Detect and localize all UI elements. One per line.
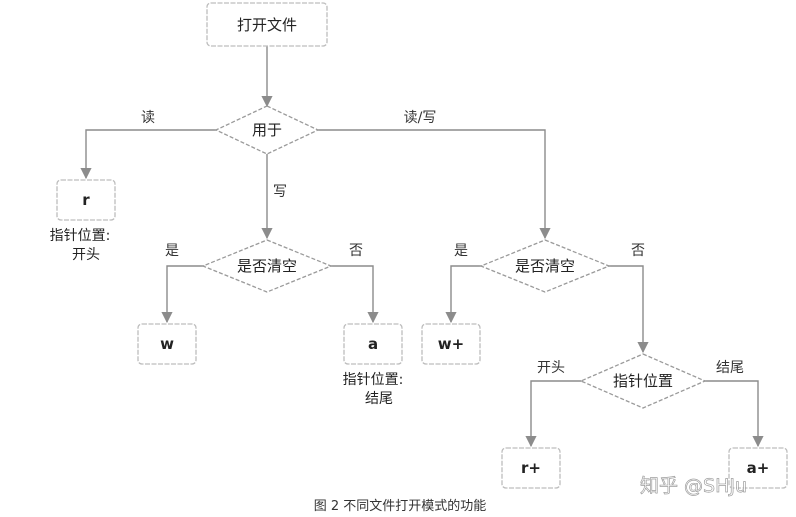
edges xyxy=(80,46,764,448)
edge-label-start: 开头 xyxy=(537,360,565,376)
decision-pointer-position-label: 指针位置 xyxy=(613,372,673,390)
edge-clearleft-to-a xyxy=(329,265,379,324)
decision-clear-left-label: 是否清空 xyxy=(237,257,297,275)
node-a: a xyxy=(343,323,403,365)
decision-clear-right-label: 是否清空 xyxy=(515,257,575,275)
decision-used-for-label: 用于 xyxy=(252,121,282,139)
decision-pointer-position: 指针位置 xyxy=(579,353,707,409)
note-a-pointer-label: 指针位置: xyxy=(343,372,404,388)
edge-label-no-right: 否 xyxy=(631,243,645,259)
edge-clearright-to-pointer xyxy=(607,265,649,354)
edge-pointer-to-rplus xyxy=(525,380,583,448)
edge-pointer-to-aplus xyxy=(703,380,764,448)
edge-clearright-to-wplus xyxy=(445,265,483,324)
edge-label-read: 读 xyxy=(141,109,155,126)
note-r-pointer-label: 指针位置: xyxy=(50,228,111,244)
edge-label-yes-right: 是 xyxy=(454,243,468,259)
watermark: 知乎 @SHJu xyxy=(640,475,747,497)
note-a-pointer-value: 结尾 xyxy=(365,391,393,407)
node-open-file-label: 打开文件 xyxy=(237,16,297,34)
node-a-plus-label: a+ xyxy=(747,459,770,477)
edge-label-write: 写 xyxy=(273,184,287,200)
node-a-label: a xyxy=(368,335,378,353)
edge-label-yes-left: 是 xyxy=(165,243,179,259)
edge-usedfor-to-r xyxy=(80,129,218,180)
edge-usedfor-to-clearright xyxy=(318,129,551,240)
node-open-file: 打开文件 xyxy=(206,2,328,47)
node-r-plus: r+ xyxy=(501,447,561,489)
node-a-plus: a+ xyxy=(728,447,788,489)
node-w-plus: w+ xyxy=(421,323,481,365)
node-w: w xyxy=(137,323,197,365)
edge-label-no-left: 否 xyxy=(349,243,363,259)
edge-label-read-write: 读/写 xyxy=(404,109,437,126)
node-r-label: r xyxy=(82,191,90,209)
note-r-pointer-value: 开头 xyxy=(72,247,100,263)
decision-clear-left: 是否清空 xyxy=(201,239,333,293)
figure-caption: 图 2 不同文件打开模式的功能 xyxy=(314,498,487,514)
decision-used-for: 用于 xyxy=(214,105,320,155)
node-r-plus-label: r+ xyxy=(521,459,541,477)
node-w-plus-label: w+ xyxy=(438,335,464,353)
decision-clear-right: 是否清空 xyxy=(479,239,611,293)
node-w-label: w xyxy=(160,335,174,353)
edge-clearleft-to-w xyxy=(161,265,205,324)
node-r: r xyxy=(56,179,116,221)
edge-label-end: 结尾 xyxy=(716,360,744,376)
